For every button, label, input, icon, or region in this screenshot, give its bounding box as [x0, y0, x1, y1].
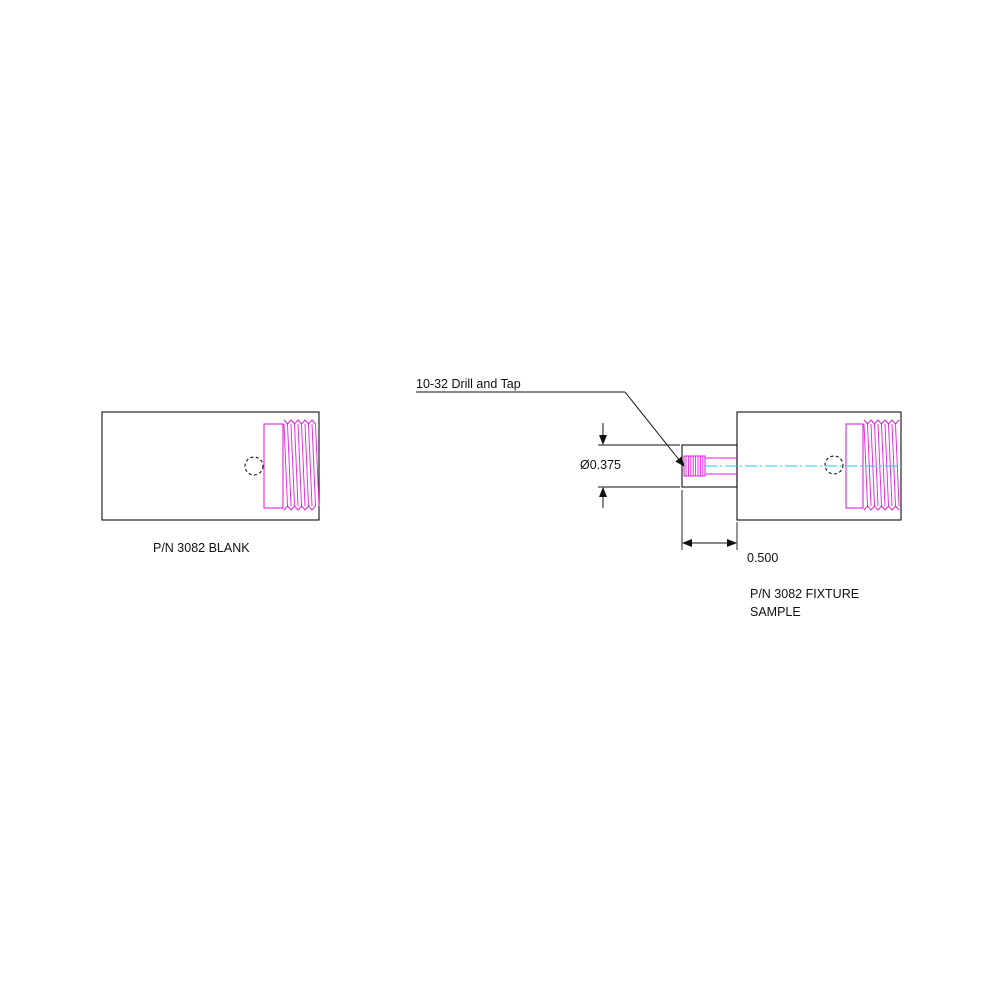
- blank-thread-relief: [263, 423, 284, 509]
- diameter-dimension: [598, 423, 680, 508]
- fixture-part-view: [681, 411, 902, 521]
- blank-hidden-hole: [244, 456, 264, 476]
- blank-body-outline: [101, 411, 320, 521]
- blank-part-label: P/N 3082 BLANK: [153, 541, 250, 555]
- blank-thread-pattern: [283, 419, 320, 511]
- fixture-hidden-hole: [824, 455, 844, 475]
- blank-part-view: [101, 411, 320, 521]
- callout-text: 10-32 Drill and Tap: [416, 377, 521, 391]
- diameter-dimension-text: Ø0.375: [580, 458, 622, 472]
- fixture-thread-pattern: [863, 419, 900, 511]
- callout-leader: [416, 391, 685, 467]
- length-dimension-text: 0.500: [747, 551, 779, 565]
- length-dimension: [681, 490, 738, 550]
- fixture-part-label-line2: SAMPLE: [750, 605, 801, 619]
- fixture-part-label-line1: P/N 3082 FIXTURE: [750, 587, 860, 601]
